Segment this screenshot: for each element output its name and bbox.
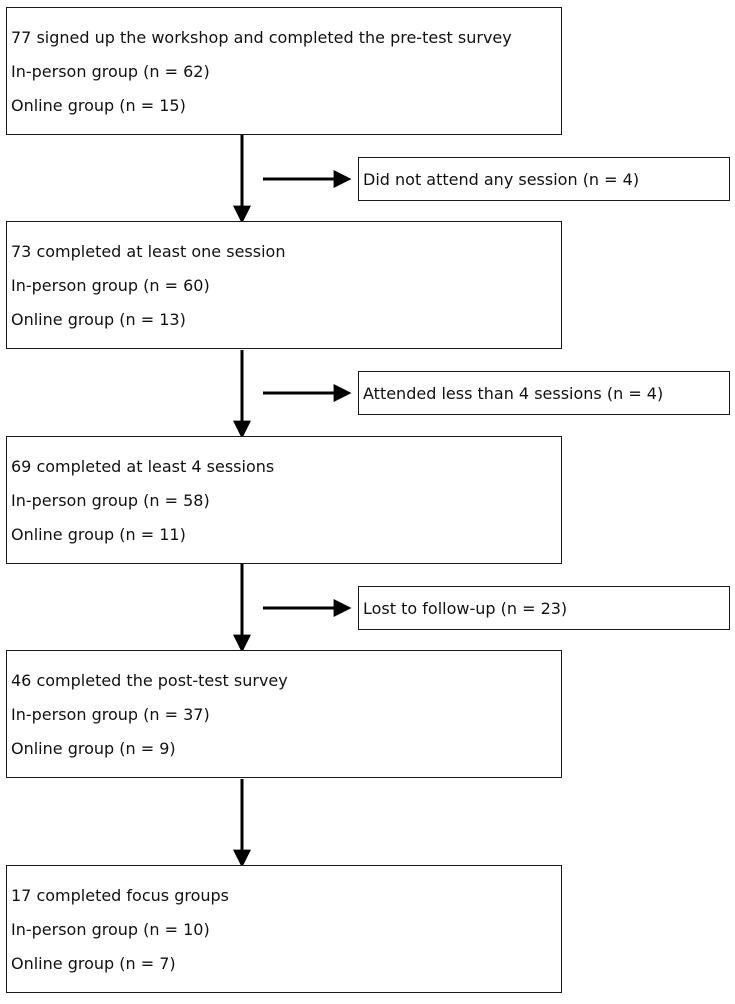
in-person-count: In-person group (n = 37) xyxy=(11,705,210,724)
stage-box-four-sessions: 69 completed at least 4 sessions In-pers… xyxy=(6,436,562,564)
exclusion-box-less-than-4: Attended less than 4 sessions (n = 4) xyxy=(358,371,730,415)
exclusion-box-lost-follow-up: Lost to follow-up (n = 23) xyxy=(358,586,730,630)
online-count: Online group (n = 9) xyxy=(11,739,176,758)
exclusion-label: Attended less than 4 sessions (n = 4) xyxy=(363,384,664,403)
in-person-count: In-person group (n = 60) xyxy=(11,276,210,295)
stage-box-pretest: 77 signed up the workshop and completed … xyxy=(6,7,562,135)
stage-box-focus-groups: 17 completed focus groups In-person grou… xyxy=(6,865,562,993)
exclusion-box-no-session: Did not attend any session (n = 4) xyxy=(358,157,730,201)
online-count: Online group (n = 13) xyxy=(11,310,186,329)
online-count: Online group (n = 7) xyxy=(11,954,176,973)
in-person-count: In-person group (n = 10) xyxy=(11,920,210,939)
exclusion-label: Lost to follow-up (n = 23) xyxy=(363,599,568,618)
in-person-count: In-person group (n = 58) xyxy=(11,491,210,510)
online-count: Online group (n = 15) xyxy=(11,96,186,115)
stage-title: 46 completed the post-test survey xyxy=(11,671,288,690)
online-count: Online group (n = 11) xyxy=(11,525,186,544)
in-person-count: In-person group (n = 62) xyxy=(11,62,210,81)
stage-title: 69 completed at least 4 sessions xyxy=(11,457,275,476)
stage-title: 77 signed up the workshop and completed … xyxy=(11,28,512,47)
exclusion-label: Did not attend any session (n = 4) xyxy=(363,170,640,189)
stage-box-one-session: 73 completed at least one session In-per… xyxy=(6,221,562,349)
stage-title: 73 completed at least one session xyxy=(11,242,286,261)
stage-title: 17 completed focus groups xyxy=(11,886,230,905)
stage-box-posttest: 46 completed the post-test survey In-per… xyxy=(6,650,562,778)
